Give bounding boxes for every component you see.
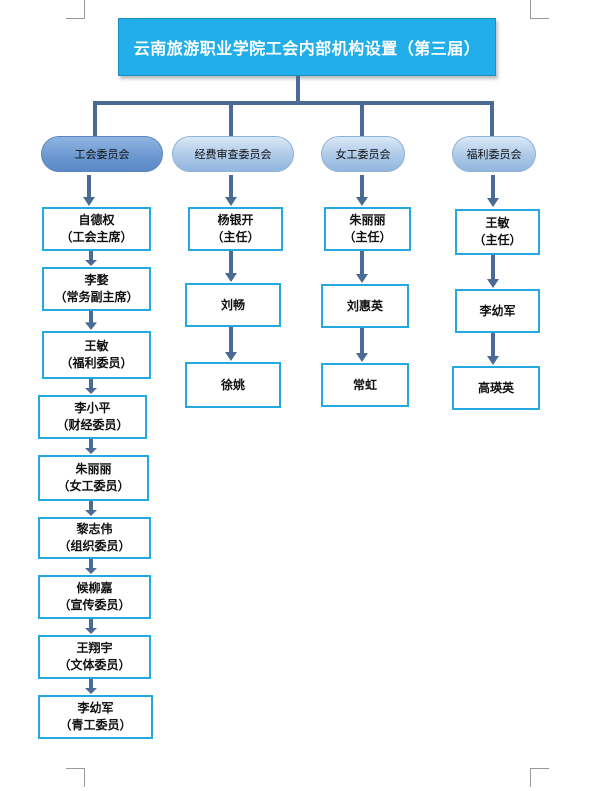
branch-drop-4 — [490, 101, 494, 137]
member-role: （主任） — [343, 230, 392, 244]
member-name: 杨银开 — [217, 213, 254, 227]
member-box: 李幼军 （青工委员） — [38, 695, 153, 739]
committee-header-welfare: 福利委员会 — [452, 136, 536, 172]
committee-header-women: 女工委员会 — [321, 136, 405, 172]
member-role: （常务副主席） — [54, 290, 139, 304]
branch-connector — [93, 101, 494, 105]
member-name: 自德权 — [78, 213, 115, 227]
down-arrow-icon — [85, 439, 97, 454]
member-box: 候柳嘉 （宣传委员） — [38, 575, 151, 619]
corner-mark-top-right — [530, 0, 549, 19]
member-name: 王敏 — [84, 339, 109, 353]
member-role: （财经委员） — [56, 418, 129, 432]
down-arrow-icon — [85, 559, 97, 574]
corner-mark-bottom-left — [66, 768, 85, 787]
member-role: （福利委员） — [60, 356, 133, 370]
org-chart-title: 云南旅游职业学院工会内部机构设置（第三届） — [118, 18, 496, 76]
member-name: 李婺 — [84, 273, 109, 287]
corner-mark-top-left — [66, 0, 85, 19]
member-role: （女工委员） — [57, 479, 130, 493]
member-role: （组织委员） — [58, 539, 131, 553]
down-arrow-icon — [83, 175, 95, 206]
down-arrow-icon — [85, 251, 97, 266]
down-arrow-icon — [356, 328, 368, 362]
branch-drop-3 — [360, 101, 364, 137]
member-box: 朱丽丽 （主任） — [324, 207, 411, 251]
down-arrow-icon — [487, 255, 499, 288]
member-name: 常虹 — [352, 377, 377, 392]
member-role: （工会主席） — [60, 230, 133, 244]
branch-drop-2 — [229, 101, 233, 137]
down-arrow-icon — [85, 679, 97, 694]
down-arrow-icon — [85, 379, 97, 394]
corner-mark-bottom-right — [530, 768, 549, 787]
member-box: 李幼军 — [455, 289, 540, 333]
member-box: 徐姚 — [185, 362, 281, 408]
down-arrow-icon — [225, 175, 237, 206]
member-name: 朱丽丽 — [75, 462, 112, 476]
member-name: 王翔宇 — [76, 641, 113, 655]
branch-drop-1 — [93, 101, 97, 137]
member-name: 高瑛英 — [477, 380, 514, 395]
member-box: 王翔宇 （文体委员） — [38, 635, 151, 679]
down-arrow-icon — [85, 311, 97, 330]
member-box: 杨银开 （主任） — [188, 207, 283, 251]
member-box: 李小平 （财经委员） — [38, 395, 147, 439]
member-role: （文体委员） — [58, 658, 131, 672]
member-box: 王敏 （主任） — [455, 209, 540, 255]
member-name: 王敏 — [485, 216, 510, 230]
member-name: 朱丽丽 — [349, 213, 386, 227]
down-arrow-icon — [487, 333, 499, 365]
member-box: 常虹 — [321, 363, 409, 407]
member-box: 高瑛英 — [452, 366, 540, 410]
member-name: 刘惠英 — [346, 298, 383, 313]
member-name: 李幼军 — [479, 303, 516, 318]
title-connector — [296, 76, 300, 102]
member-name: 候柳嘉 — [76, 581, 113, 595]
member-name: 刘畅 — [220, 297, 245, 312]
member-role: （主任） — [211, 230, 260, 244]
down-arrow-icon — [225, 251, 237, 282]
down-arrow-icon — [85, 501, 97, 516]
member-box: 李婺 （常务副主席） — [42, 267, 151, 311]
member-box: 黎志伟 （组织委员） — [38, 517, 151, 559]
down-arrow-icon — [85, 619, 97, 634]
down-arrow-icon — [487, 175, 499, 207]
committee-header-union: 工会委员会 — [41, 136, 163, 172]
member-role: （青工委员） — [59, 718, 132, 732]
member-box: 自德权 （工会主席） — [42, 207, 151, 251]
member-box: 朱丽丽 （女工委员） — [38, 455, 149, 501]
committee-header-audit: 经费审查委员会 — [172, 136, 294, 172]
member-name: 李幼军 — [77, 701, 114, 715]
down-arrow-icon — [356, 251, 368, 283]
member-box: 刘畅 — [185, 283, 281, 327]
down-arrow-icon — [356, 175, 368, 206]
member-name: 黎志伟 — [76, 522, 113, 536]
member-role: （宣传委员） — [58, 598, 131, 612]
member-box: 王敏 （福利委员） — [42, 331, 151, 379]
member-box: 刘惠英 — [321, 284, 409, 328]
member-name: 徐姚 — [220, 377, 245, 392]
member-role: （主任） — [473, 233, 522, 247]
down-arrow-icon — [225, 327, 237, 361]
member-name: 李小平 — [74, 401, 111, 415]
